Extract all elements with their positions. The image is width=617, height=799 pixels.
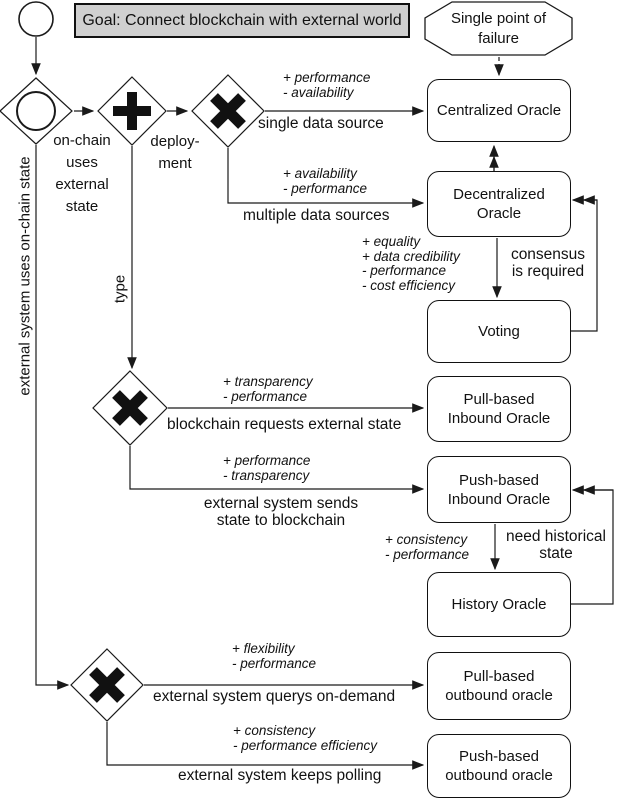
edge-label-multiple-data-sources: multiple data sources xyxy=(243,207,390,224)
node-pull-based-inbound-oracle: Pull-based Inbound Oracle xyxy=(427,376,571,442)
tradeoff-history: + consistency - performance xyxy=(385,532,470,562)
edge-label-external-system-keeps-polling: external system keeps polling xyxy=(178,767,382,784)
edge-label-single-data-source: single data source xyxy=(258,115,384,132)
edge-label-need-historical-state: need historical state xyxy=(506,528,606,562)
external-system-uses-onchain-state-label: external system uses on-chain state xyxy=(16,156,34,396)
tradeoff-multiple-sources: + availability - performance xyxy=(283,166,368,196)
node-history-oracle: History Oracle xyxy=(427,572,571,637)
event-gateway-label: on-chain uses external state xyxy=(53,132,111,215)
edge-label-external-system-sends-state: external system sends state to blockchai… xyxy=(203,495,359,529)
node-centralized-oracle: Centralized Oracle xyxy=(427,79,571,142)
tradeoff-push-outbound: + consistency - performance efficiency xyxy=(233,723,378,753)
edge-label-consensus-is-required: consensus is required xyxy=(510,246,586,280)
tradeoff-pull-outbound: + flexibility - performance xyxy=(232,641,317,671)
node-push-based-inbound-oracle: Push-based Inbound Oracle xyxy=(427,456,571,523)
tradeoff-single-source: + performance - availability xyxy=(283,70,371,100)
event-gateway-diamond xyxy=(0,77,73,145)
tradeoff-voting: + equality + data credibility - performa… xyxy=(362,234,460,293)
node-decentralized-oracle: Decentralized Oracle xyxy=(427,171,571,237)
edge-label-external-system-querys-on-demand: external system querys on-demand xyxy=(153,688,396,705)
start-event-circle xyxy=(18,1,54,37)
edge-label-blockchain-requests-external-state: blockchain requests external state xyxy=(167,416,402,433)
x-icon xyxy=(112,390,148,426)
x-icon xyxy=(210,93,246,129)
tradeoff-push-inbound: + performance - transparency xyxy=(223,453,311,483)
single-point-of-failure-label: Single point of failure xyxy=(450,10,547,47)
type-edge-label: type xyxy=(111,274,129,304)
node-push-based-outbound-oracle: Push-based outbound oracle xyxy=(427,734,571,798)
goal-banner: Goal: Connect blockchain with external w… xyxy=(74,3,410,38)
plus-icon xyxy=(113,92,151,130)
node-pull-based-outbound-oracle: Pull-based outbound oracle xyxy=(427,652,571,720)
tradeoff-pull-inbound: + transparency - performance xyxy=(223,374,313,404)
deployment-gateway-label: deploy- ment xyxy=(150,133,200,172)
event-gateway-circle-icon xyxy=(16,91,56,131)
single-point-failure-octagon xyxy=(424,1,573,56)
x-icon xyxy=(89,667,125,703)
node-voting: Voting xyxy=(427,300,571,363)
